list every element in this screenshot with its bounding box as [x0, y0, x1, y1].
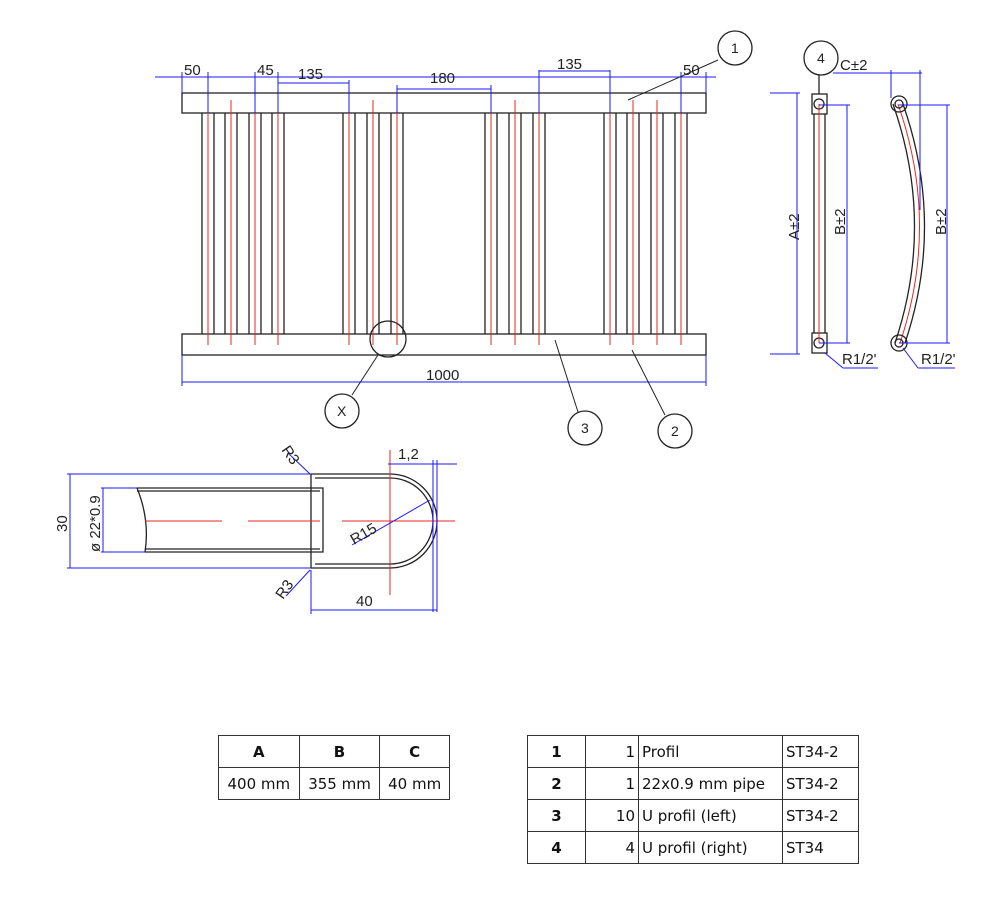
pipe	[342, 100, 356, 345]
pipe	[366, 100, 380, 345]
radius-right: R1/2'	[921, 351, 956, 368]
radius-r3-bottom: R3	[272, 577, 297, 602]
part-qty: 1	[585, 735, 639, 768]
pipe	[532, 100, 546, 345]
pipe	[626, 100, 640, 345]
header-b: B	[298, 735, 381, 768]
part-no: 1	[527, 735, 586, 768]
value-b: 355 mm	[298, 767, 381, 800]
part-name: U profil (right)	[638, 831, 783, 864]
dim-40: 40	[356, 593, 373, 610]
dim-pipe-diameter: ø 22*0.9	[87, 495, 104, 552]
part-name: Profil	[638, 735, 783, 768]
radius-r15: R15	[348, 520, 380, 548]
pipe	[224, 100, 238, 345]
header-a: A	[218, 735, 300, 768]
side-view: 4 A±2 B±2 R1/2' C±2 B±2 R1/2'	[770, 40, 956, 369]
top-dimensions: 50 45 135 180 135 50	[155, 56, 716, 113]
pipe	[201, 100, 215, 345]
part-name: 22x0.9 mm pipe	[638, 767, 783, 800]
part-qty: 4	[585, 831, 639, 864]
part-name: U profil (left)	[638, 799, 783, 832]
value-c: 40 mm	[379, 767, 450, 800]
part-material: ST34-2	[782, 735, 859, 768]
pipe	[248, 100, 262, 345]
front-view: 50 45 135 180 135 50 1000 1 X 3 2	[155, 30, 753, 449]
dim-1-2: 1,2	[398, 446, 419, 463]
dim-a: A±2	[786, 213, 803, 240]
balloon-3: 3	[581, 420, 589, 436]
part-no: 2	[527, 767, 586, 800]
balloon-1: 1	[731, 40, 739, 56]
dim-b-left: B±2	[832, 208, 849, 235]
top-profile	[181, 92, 707, 114]
detail-x: 30 ø 22*0.9 R3 R3 R15 1,2 40	[54, 443, 457, 614]
dim-135-left: 135	[298, 66, 323, 83]
radius-left: R1/2'	[842, 351, 877, 368]
dim-c: C±2	[840, 57, 867, 74]
pipe	[508, 100, 522, 345]
part-qty: 10	[585, 799, 639, 832]
bottom-profile	[181, 333, 707, 356]
part-material: ST34-2	[782, 767, 859, 800]
balloon-4: 4	[817, 50, 825, 66]
dim-180: 180	[430, 70, 455, 87]
pipes	[201, 100, 688, 345]
part-material: ST34-2	[782, 799, 859, 832]
balloon-x: X	[337, 403, 347, 419]
part-qty: 1	[585, 767, 639, 800]
dim-b-right: B±2	[933, 208, 950, 235]
dim-50-left: 50	[184, 62, 201, 79]
pipe	[390, 100, 404, 345]
header-c: C	[379, 735, 450, 768]
pipe	[674, 100, 688, 345]
part-no: 3	[527, 799, 586, 832]
dim-30: 30	[54, 515, 71, 532]
dimensions-table: A B C 400 mm 355 mm 40 mm	[218, 735, 450, 800]
pipe	[603, 100, 617, 345]
dim-45: 45	[257, 62, 274, 79]
dim-135-right: 135	[557, 56, 582, 73]
balloon-2: 2	[671, 423, 679, 439]
pipe	[271, 100, 285, 345]
value-a: 400 mm	[218, 767, 300, 800]
part-no: 4	[527, 831, 586, 864]
part-material: ST34	[782, 831, 859, 864]
pipe	[484, 100, 498, 345]
dim-50-right: 50	[683, 62, 700, 79]
radius-r3-top: R3	[278, 443, 303, 468]
pipe	[650, 100, 664, 345]
dim-1000: 1000	[426, 367, 459, 384]
